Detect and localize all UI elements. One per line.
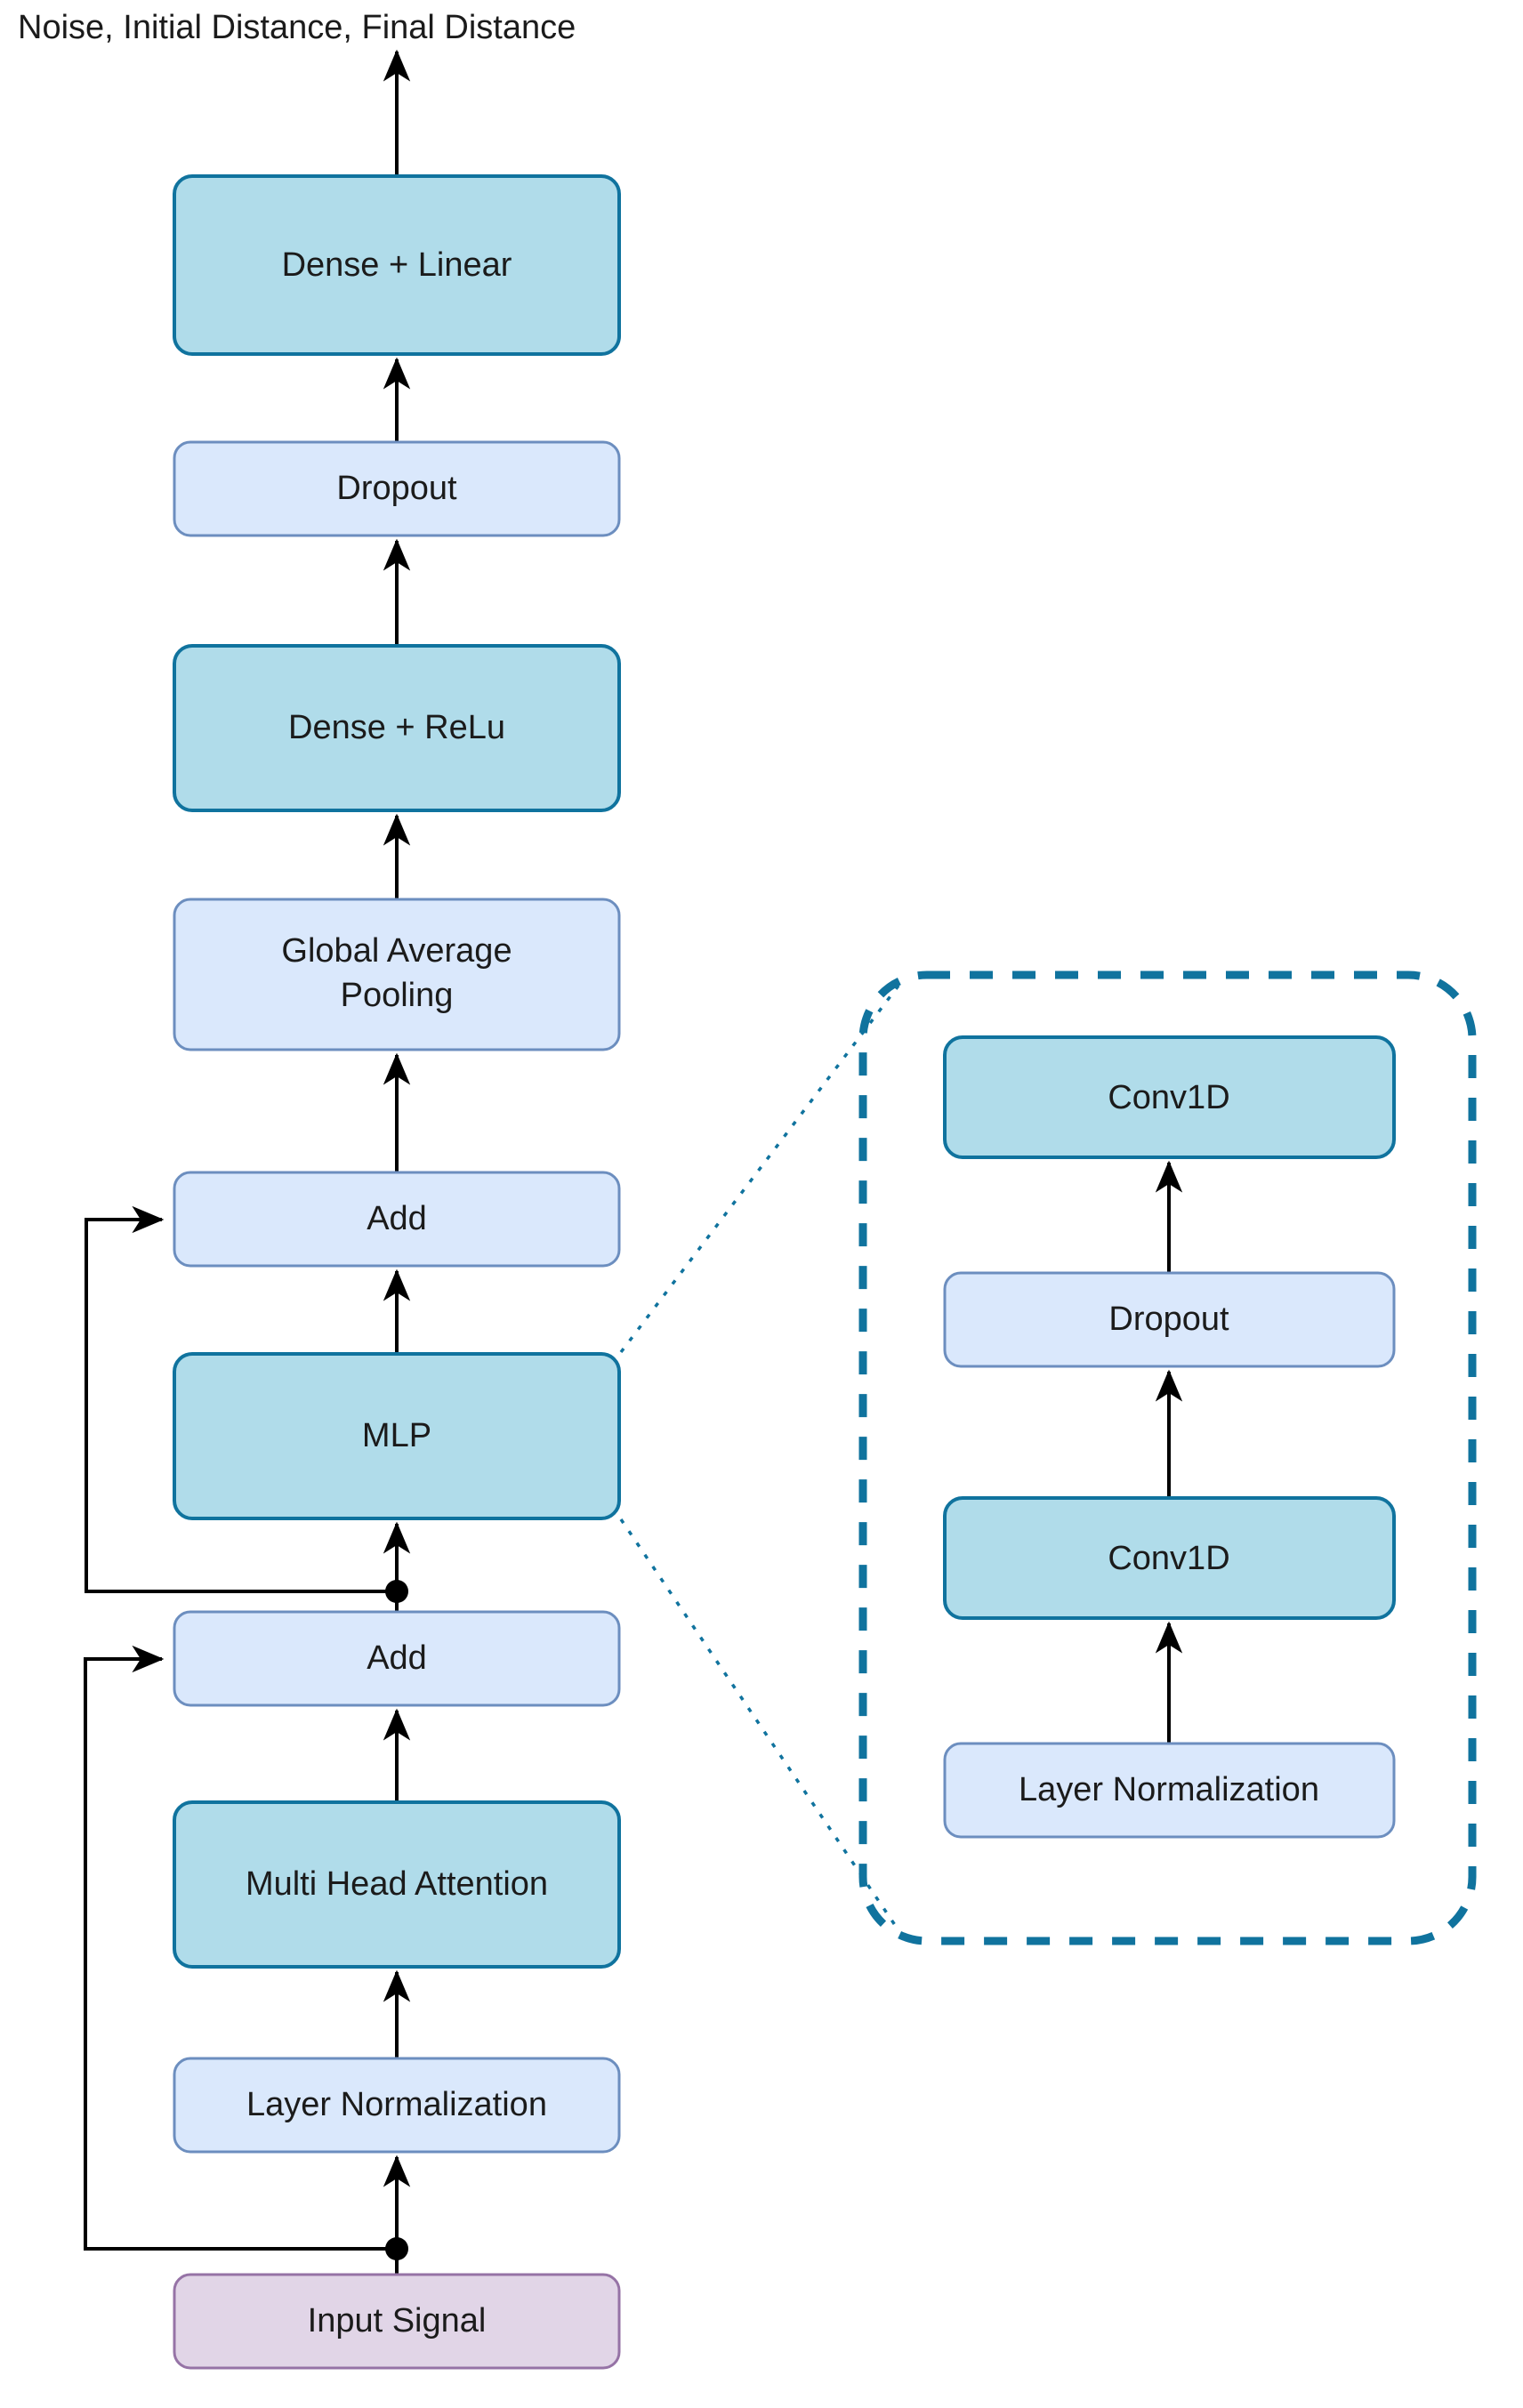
node-mlp[interactable]: MLP [173,1352,621,1520]
node-detail-layer-normalization[interactable]: Layer Normalization [943,1742,1396,1839]
node-detail-conv1d-top-box[interactable] [943,1035,1396,1159]
node-input-signal-label: Input Signal [308,2302,487,2340]
node-detail-conv1d-bottom-box[interactable] [943,1496,1396,1620]
node-detail-conv1d-top-label: Conv1D [1108,1079,1229,1116]
node-detail-conv1d-bottom[interactable]: Conv1D [943,1496,1396,1620]
node-dropout-top-box[interactable] [173,440,621,537]
mlp-detail-group-border [858,970,1477,1945]
node-detail-layer-normalization-box[interactable] [943,1742,1396,1839]
node-dense-linear[interactable]: Dense + Linear [173,174,621,356]
node-add-lower-label: Add [367,1639,427,1677]
node-global-average-pooling[interactable]: Global Average Pooling [173,898,621,1051]
node-multi-head-attention[interactable]: Multi Head Attention [173,1800,621,1969]
node-dense-linear-box[interactable] [173,174,621,356]
node-global-average-pooling-label-line2: Pooling [341,977,454,1014]
node-add-lower-box[interactable] [173,1610,621,1707]
residual-skip-lower [84,1645,397,2251]
node-global-average-pooling-label-line1: Global Average [281,932,512,970]
node-dense-relu[interactable]: Dense + ReLu [173,644,621,812]
node-detail-dropout-box[interactable] [943,1271,1396,1368]
node-detail-dropout[interactable]: Dropout [943,1271,1396,1368]
node-layer-normalization[interactable]: Layer Normalization [173,2057,621,2154]
leader-line-bottom [619,1518,900,1931]
node-global-average-pooling-box[interactable] [173,898,621,1051]
node-detail-conv1d-bottom-label: Conv1D [1108,1540,1229,1577]
node-add-upper-box[interactable] [173,1171,621,1268]
node-detail-layer-normalization-label: Layer Normalization [1019,1771,1319,1808]
node-dense-relu-box[interactable] [173,644,621,812]
junction-dot-mlp-input [385,1580,408,1603]
node-mlp-label: MLP [362,1417,431,1454]
node-multi-head-attention-box[interactable] [173,1800,621,1969]
junction-dot-input-signal [385,2237,408,2260]
leader-line-top [619,984,900,1354]
leader-group [619,984,900,1931]
edge-group [84,49,411,2275]
node-detail-dropout-label: Dropout [1108,1301,1229,1338]
node-mlp-box[interactable] [173,1352,621,1520]
node-detail-conv1d-top[interactable]: Conv1D [943,1035,1396,1159]
node-dense-relu-label: Dense + ReLu [288,709,505,746]
node-multi-head-attention-label: Multi Head Attention [246,1865,548,1903]
node-dense-linear-label: Dense + Linear [282,246,512,284]
node-dropout-top[interactable]: Dropout [173,440,621,537]
node-dropout-top-label: Dropout [336,470,457,507]
node-add-upper-label: Add [367,1200,427,1237]
node-input-signal[interactable]: Input Signal [173,2273,621,2370]
node-layer-normalization-box[interactable] [173,2057,621,2154]
diagram-title: Noise, Initial Distance, Final Distance [18,9,576,46]
node-add-upper[interactable]: Add [173,1171,621,1268]
node-add-lower[interactable]: Add [173,1610,621,1707]
node-layer-normalization-label: Layer Normalization [246,2086,547,2123]
node-input-signal-box[interactable] [173,2273,621,2370]
residual-skip-upper [85,1205,397,1593]
